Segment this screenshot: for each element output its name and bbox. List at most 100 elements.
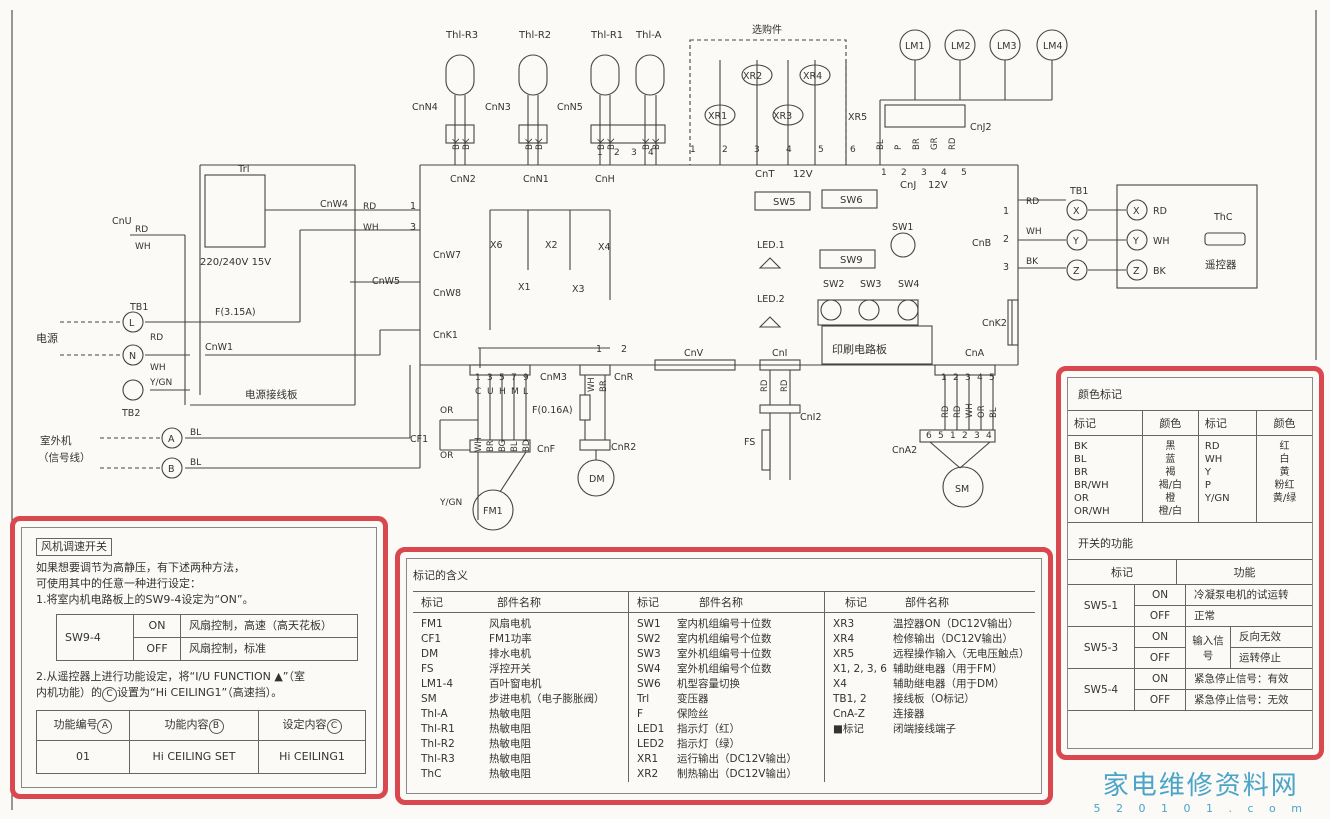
cna-pin-0: 1 (941, 373, 947, 383)
fan-pin-0: 1 (475, 373, 481, 383)
ground-label: TB2 (121, 408, 140, 419)
cnw4-pin-1: 3 (410, 222, 416, 233)
cna-pin-1: 2 (953, 373, 959, 383)
cnr-label: CnR (614, 372, 634, 383)
legend-col3-code: XR4 (833, 633, 855, 645)
color-cell: 白 (1279, 454, 1290, 465)
tb1-right-wire-2: BK (1026, 257, 1039, 267)
tb1-left-term-1: N (129, 351, 136, 362)
fan-pin-4: 9 (523, 373, 529, 383)
cnt-pin-2: 3 (754, 145, 760, 155)
switch-group-name: SW5-4 (1068, 669, 1135, 710)
sm-label: SM (955, 484, 969, 495)
legend-col1-code: CF1 (421, 633, 442, 645)
cnu-wire-0: RD (135, 225, 148, 235)
cni-wire-0: RD (760, 379, 770, 392)
color-left-names: 黑蓝褐褐/白橙橙/白 (1142, 435, 1199, 522)
tb1-right-label: TB1 (1069, 186, 1088, 197)
legend-col2-code: Trl (637, 693, 650, 705)
cnr2-label: CnR2 (611, 442, 636, 453)
switch-desc: 紧急停止信号：无效 (1194, 694, 1289, 706)
cnw5-label: CnW5 (372, 276, 400, 287)
fuse-cnr: F(0.16A) (532, 405, 573, 416)
fan-wire-2: BG (498, 440, 508, 452)
cnh-pin-2: 3 (631, 148, 637, 158)
tb1-right-pin-2: 3 (1003, 262, 1009, 273)
thermistor-pin-b-2: BK (607, 138, 617, 150)
transformer-label: Trl (237, 164, 250, 175)
tb1-right-pin-0: 1 (1003, 206, 1009, 217)
remote-wire-2: BK (1153, 266, 1167, 277)
fan-pin-1: 3 (487, 373, 493, 383)
switch-desc: 紧急停止信号：有效 (1186, 669, 1312, 690)
xr-label-1: XR2 (743, 71, 762, 82)
fan-wire-0: WH (474, 437, 484, 452)
transformer-voltage: 220/240V 15V (200, 257, 271, 268)
cnt-pin-3: 4 (786, 145, 792, 155)
cnm3-label: CnM3 (540, 372, 567, 383)
switch-group-name: SW5-1 (1068, 585, 1135, 626)
xr-label-0: XR1 (708, 111, 727, 122)
color-cell: Y/GN (1204, 493, 1230, 504)
legend-col2-code: LED1 (637, 723, 665, 735)
tb1-right-term-1: Y (1072, 236, 1079, 247)
watermark: 家电维修资料网 5 2 0 1 0 1 . c o m (1094, 765, 1308, 815)
cnw4-pin-0: 1 (410, 201, 416, 212)
color-h4: 颜色 (1273, 417, 1296, 430)
cna2-pin-2: 1 (950, 431, 956, 441)
legend-col2-code: SW2 (637, 633, 661, 645)
cna2-pin-3: 2 (962, 431, 968, 441)
switch-state: ON (1135, 627, 1185, 648)
sw9-4-on: ON (133, 614, 181, 638)
func-setting: Hi CEILING1 (258, 740, 366, 774)
sw6-label: SW6 (840, 195, 863, 206)
switch-func-h1: 标记 (1068, 559, 1177, 585)
legend-col1-code: SM (421, 693, 437, 705)
fan-switch-title: 风机调速开关 (36, 538, 112, 556)
legend-col2-name: 保险丝 (677, 708, 709, 720)
color-cell: RD (1204, 441, 1220, 452)
thermistor-pin-b-3: BK (652, 138, 662, 150)
remote-wire-0: RD (1153, 206, 1167, 217)
cnr-pin-1: 2 (621, 344, 627, 355)
sw5-label: SW5 (773, 197, 796, 208)
cna2-pin-0: 6 (926, 431, 932, 441)
tb1-right-term-2: Z (1073, 266, 1080, 277)
legend-col1-name: 风扇电机 (489, 618, 531, 630)
legend-col1-code: Thl-R1 (421, 723, 455, 735)
cnw7-label: CnW7 (433, 250, 461, 261)
legend-col3-name: 辅助继电器（用于FM） (893, 663, 1003, 675)
legend-col2-code: F (637, 708, 644, 720)
color-cell: 橙/白 (1158, 506, 1182, 517)
color-cell: OR (1074, 493, 1089, 504)
cna2-pin-4: 3 (974, 431, 980, 441)
switch-state: ON (1135, 669, 1185, 690)
cnj-wire-0: BL (876, 139, 886, 150)
legend-col2-row: F 保险丝 (629, 707, 824, 722)
tb1-right-wire-1: WH (1026, 227, 1042, 237)
fs-label: FS (744, 437, 755, 448)
xr-label-4: XR5 (848, 112, 867, 123)
cnr-pin-0: 1 (596, 344, 602, 355)
switch-state: OFF (1149, 610, 1171, 622)
outdoor-term-0: A (168, 434, 175, 445)
